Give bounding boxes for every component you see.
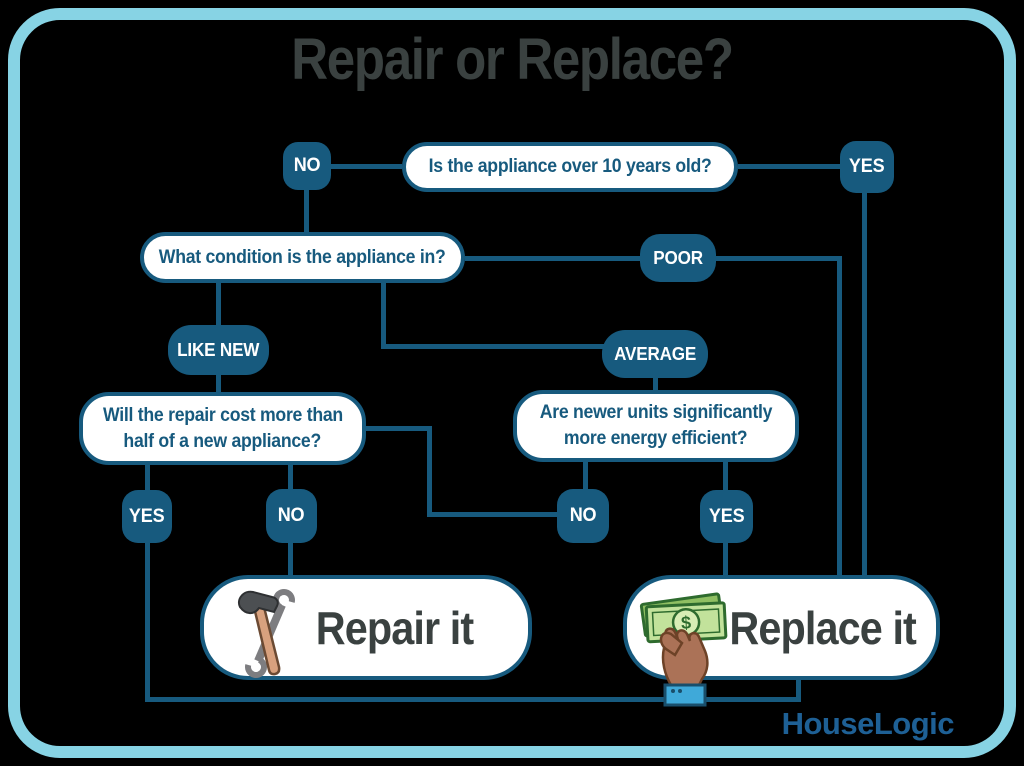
connector-costyes-column bbox=[145, 463, 150, 702]
badge-age-no: NO bbox=[283, 142, 331, 190]
connector-avg-to-q4 bbox=[653, 376, 658, 393]
connector-avg-elbow-v bbox=[381, 281, 386, 349]
badge-condition-average: AVERAGE bbox=[602, 330, 708, 378]
connector-effno-elbow-h2 bbox=[427, 512, 558, 517]
question-text-line2: more energy efficient? bbox=[564, 428, 748, 449]
connector-avg-elbow-h bbox=[381, 344, 604, 349]
connector-no-to-q2 bbox=[304, 188, 309, 234]
badge-condition-poor: POOR bbox=[640, 234, 716, 282]
connector-effno-elbow-h1 bbox=[366, 426, 432, 431]
connector-poor-right bbox=[714, 256, 842, 261]
connector-q2-to-poor bbox=[465, 256, 642, 261]
connector-yes-to-replace bbox=[862, 190, 867, 577]
question-efficiency: Are newer units significantly more energ… bbox=[513, 390, 799, 462]
connector-effno-elbow-v bbox=[427, 426, 432, 517]
question-text-line1: Will the repair cost more than bbox=[102, 404, 343, 426]
badge-label: AVERAGE bbox=[614, 343, 696, 364]
badge-label: NO bbox=[293, 155, 321, 176]
badge-label: NO bbox=[569, 505, 597, 526]
badge-condition-like-new: LIKE NEW bbox=[168, 325, 269, 375]
badge-efficiency-yes: YES bbox=[700, 490, 753, 543]
badge-label: LIKE NEW bbox=[177, 339, 260, 360]
question-condition: What condition is the appliance in? bbox=[140, 232, 465, 283]
question-text-line1: Are newer units significantly bbox=[539, 402, 773, 423]
badge-label: YES bbox=[129, 505, 165, 527]
badge-label: POOR bbox=[653, 247, 703, 268]
connector-q1-to-no bbox=[331, 164, 402, 169]
result-replace: $ Replace it bbox=[623, 575, 940, 707]
question-text: Is the appliance over 10 years old? bbox=[428, 156, 712, 177]
brand-logo: HouseLogic bbox=[781, 706, 955, 741]
connector-bottom-long bbox=[145, 697, 801, 702]
badge-label: YES bbox=[849, 156, 885, 177]
badge-label: YES bbox=[708, 505, 745, 527]
question-text: What condition is the appliance in? bbox=[159, 246, 446, 268]
result-repair: Repair it bbox=[200, 575, 532, 680]
badge-cost-yes: YES bbox=[122, 490, 172, 543]
connector-bottom-stub bbox=[796, 679, 801, 700]
connector-poor-to-replace bbox=[837, 258, 842, 577]
connector-q4-to-no bbox=[583, 460, 588, 492]
badge-efficiency-no: NO bbox=[557, 489, 609, 543]
badge-cost-no: NO bbox=[266, 489, 317, 543]
connector-q1-to-yes bbox=[738, 164, 840, 169]
badge-age-yes: YES bbox=[840, 141, 894, 193]
frame-border bbox=[8, 8, 1016, 758]
badge-label: NO bbox=[278, 505, 305, 526]
page-title: Repair or Replace? bbox=[291, 27, 734, 92]
question-repair-cost: Will the repair cost more than half of a… bbox=[79, 392, 366, 465]
result-label: Replace it bbox=[729, 601, 916, 654]
question-age: Is the appliance over 10 years old? bbox=[402, 142, 738, 192]
hammer-wrench-icon bbox=[238, 589, 295, 678]
svg-text:$: $ bbox=[681, 613, 692, 633]
result-label: Repair it bbox=[316, 601, 474, 654]
question-text-line2: half of a new appliance? bbox=[123, 430, 322, 452]
money-hand-icon: $ bbox=[639, 592, 728, 707]
